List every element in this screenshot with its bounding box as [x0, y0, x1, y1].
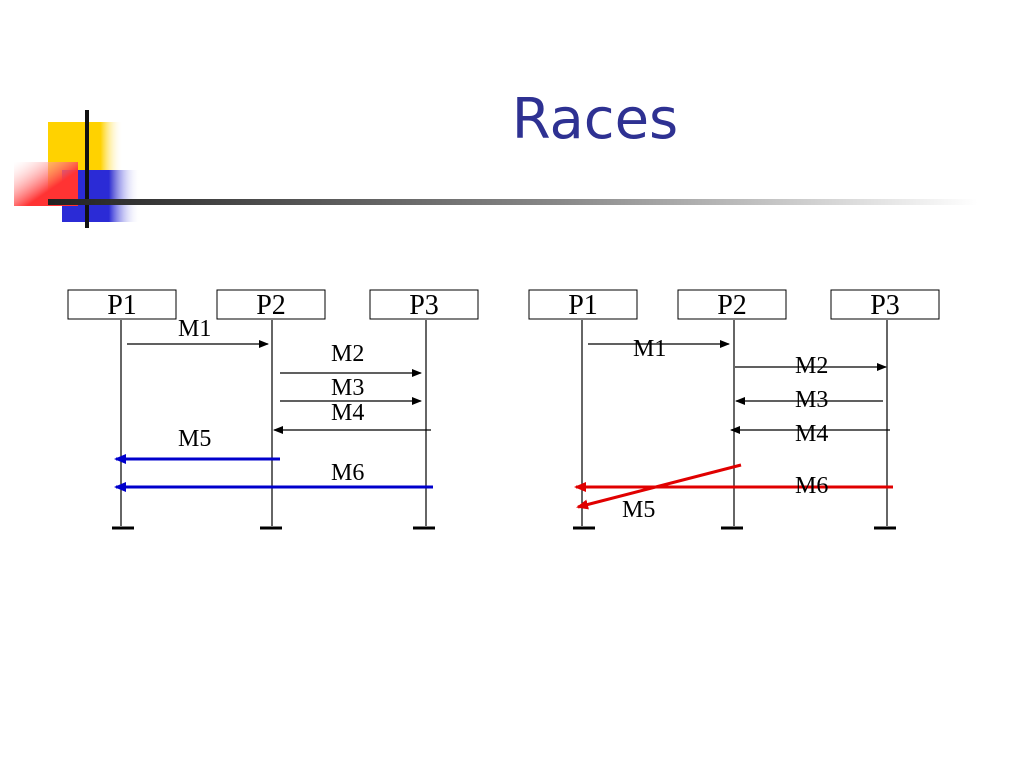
message-label-m6: M6: [331, 460, 364, 486]
message-label-m1: M1: [178, 316, 211, 342]
process-label: P2: [256, 290, 286, 321]
diagram-left: P1 P2 P3 M1 M2 M3 M4 M5 M6: [67, 289, 479, 530]
logo-red-square: [14, 162, 78, 206]
process-box-p2: P2: [677, 289, 787, 321]
process-label: P3: [870, 290, 900, 321]
message-label-m2: M2: [331, 341, 364, 367]
message-label-m5: M5: [178, 426, 211, 452]
title-underline: [48, 199, 978, 205]
message-label-m5: M5: [622, 497, 655, 523]
diagram-right: P1 P2 P3 M1 M2 M3 M4 M6 M5: [528, 289, 940, 530]
process-box-p1: P1: [528, 289, 638, 321]
process-label: P1: [568, 290, 598, 321]
process-box-p1: P1: [67, 289, 177, 321]
message-label-m3: M3: [795, 387, 828, 413]
process-label: P1: [107, 290, 137, 321]
message-label-m4: M4: [331, 400, 364, 426]
process-label: P2: [717, 290, 747, 321]
process-box-p2: P2: [216, 289, 326, 321]
message-label-m6: M6: [795, 473, 828, 499]
message-label-m2: M2: [795, 353, 828, 379]
process-box-p3: P3: [830, 289, 940, 321]
message-label-m1: M1: [633, 336, 666, 362]
message-arrow-m5: [576, 463, 742, 510]
message-label-m3: M3: [331, 375, 364, 401]
slide-title: Races: [511, 87, 679, 152]
message-label-m4: M4: [795, 421, 828, 447]
process-box-p3: P3: [369, 289, 479, 321]
process-label: P3: [409, 290, 439, 321]
